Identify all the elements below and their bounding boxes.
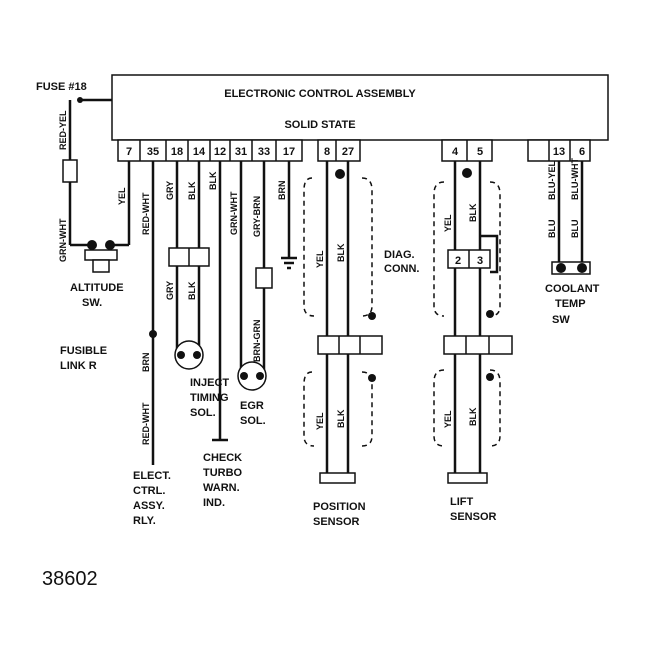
altitude-label-2: SW. xyxy=(82,297,102,309)
check-label-4: IND. xyxy=(203,497,225,509)
wire-brn-17: BRN xyxy=(277,181,287,201)
pin-6: 6 xyxy=(579,146,585,158)
altitude-switch-body xyxy=(92,259,110,273)
check-label-1: CHECK xyxy=(203,452,242,464)
pin-33: 33 xyxy=(258,146,270,158)
inject-solenoid xyxy=(174,340,204,370)
pin-27: 27 xyxy=(342,146,354,158)
wire-gry-inject: GRY xyxy=(165,281,175,300)
wire-yel-7: YEL xyxy=(117,187,127,205)
egr-label-1: EGR xyxy=(240,400,264,412)
pin-8: 8 xyxy=(324,146,330,158)
altitude-label-1: ALTITUDE xyxy=(70,282,124,294)
elect-label-4: RLY. xyxy=(133,515,156,527)
altitude-pin-a xyxy=(87,240,97,250)
elect-label-1: ELECT. xyxy=(133,470,171,482)
figure-number: 38602 xyxy=(42,568,98,590)
inject-label-3: SOL. xyxy=(190,407,216,419)
pin-13: 13 xyxy=(553,146,565,158)
pin-12: 12 xyxy=(214,146,226,158)
check-label-3: WARN. xyxy=(203,482,240,494)
wire-red-yel: RED-YEL xyxy=(58,110,68,150)
wire-grn-wht-31: GRN-WHT xyxy=(229,191,239,235)
fusible-label-2: LINK R xyxy=(60,360,97,372)
pin-14: 14 xyxy=(193,146,206,158)
pin-31: 31 xyxy=(235,146,247,158)
coolant-label-1: COOLANT xyxy=(545,283,600,295)
pin-5: 5 xyxy=(477,146,483,158)
diag-label-1: DIAG. xyxy=(384,249,415,261)
coolant-label-3: SW xyxy=(552,314,570,326)
pin-35: 35 xyxy=(147,146,159,158)
fuse-element xyxy=(62,159,78,183)
pin-17: 17 xyxy=(283,146,295,158)
wire-blu-wht-6: BLU-WHT xyxy=(570,158,580,200)
lift-connector xyxy=(443,335,513,355)
pin-4: 4 xyxy=(452,146,459,158)
coolant-label-2: TEMP xyxy=(555,298,586,310)
wire-blu-6-lower: BLU xyxy=(570,220,580,239)
pin-strip-position xyxy=(317,139,361,162)
egr-solenoid xyxy=(237,361,267,391)
position-label-2: SENSOR xyxy=(313,516,360,528)
altitude-pin-b xyxy=(105,240,115,250)
wire-brn-fusible: BRN xyxy=(141,353,151,373)
wire-blu-13-lower: BLU xyxy=(547,220,557,239)
wire-blk-lift-bottom: BLK xyxy=(468,407,478,426)
wire-blk-12: BLK xyxy=(208,171,218,190)
wire-gry-18: GRY xyxy=(165,181,175,200)
fuse-label: FUSE #18 xyxy=(36,81,87,93)
wire-yel-position-top: YEL xyxy=(315,250,325,268)
elect-label-3: ASSY. xyxy=(133,500,165,512)
wire-yel-lift-bottom: YEL xyxy=(443,410,453,428)
wire-blk-lift-top: BLK xyxy=(468,203,478,222)
wire-red-wht-bottom: RED-WHT xyxy=(141,402,151,445)
ecu-title: ELECTRONIC CONTROL ASSEMBLY xyxy=(224,88,416,100)
diag-label-2: CONN. xyxy=(384,263,419,275)
fusible-label-1: FUSIBLE xyxy=(60,345,107,357)
wire-brn-grn-egr: BRN-GRN xyxy=(252,320,262,363)
diag-pin-2: 2 xyxy=(455,255,461,267)
egr-label-2: SOL. xyxy=(240,415,266,427)
wire-blk-position-bottom: BLK xyxy=(336,409,346,428)
wire-blk-14: BLK xyxy=(187,181,197,200)
lift-label-2: SENSOR xyxy=(450,511,497,523)
wire-blk-position-top: BLK xyxy=(336,243,346,262)
wire-gry-brn-33: GRY-BRN xyxy=(252,196,262,237)
wire-blu-yel-13: BLU-YEL xyxy=(547,161,557,200)
inject-label-1: INJECT xyxy=(190,377,229,389)
altitude-switch xyxy=(84,249,118,261)
inject-label-2: TIMING xyxy=(190,392,229,404)
ecu-box xyxy=(111,74,609,141)
check-label-2: TURBO xyxy=(203,467,243,479)
position-connector xyxy=(317,335,383,355)
ecu-subtitle: SOLID STATE xyxy=(284,119,355,131)
elect-label-2: CTRL. xyxy=(133,485,165,497)
lift-label-1: LIFT xyxy=(450,496,473,508)
pin-7: 7 xyxy=(126,146,132,158)
position-label-1: POSITION xyxy=(313,501,366,513)
pin-18: 18 xyxy=(171,146,183,158)
wire-blk-inject: BLK xyxy=(187,281,197,300)
diag-pin-3: 3 xyxy=(477,255,483,267)
wire-yel-lift-top: YEL xyxy=(443,214,453,232)
egr-resistor xyxy=(255,267,273,289)
wire-red-wht-35: RED-WHT xyxy=(141,192,151,235)
wire-yel-position-bottom: YEL xyxy=(315,412,325,430)
wire-grn-wht-left: GRN-WHT xyxy=(58,218,68,262)
